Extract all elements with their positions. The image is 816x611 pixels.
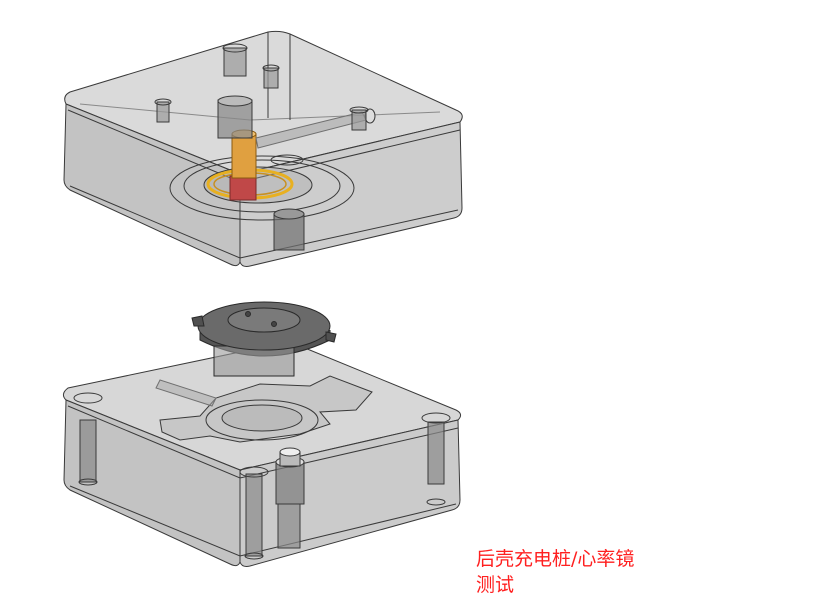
caption-line-1: 后壳充电桩/心率镜 <box>476 548 635 570</box>
caption-line-2: 测试 <box>476 574 515 596</box>
caption: 后壳充电桩/心率镜 测试 <box>476 546 676 598</box>
upper-mold-block <box>63 30 463 267</box>
heart-rate-lens <box>191 301 337 377</box>
lower-mold-block <box>62 342 462 567</box>
